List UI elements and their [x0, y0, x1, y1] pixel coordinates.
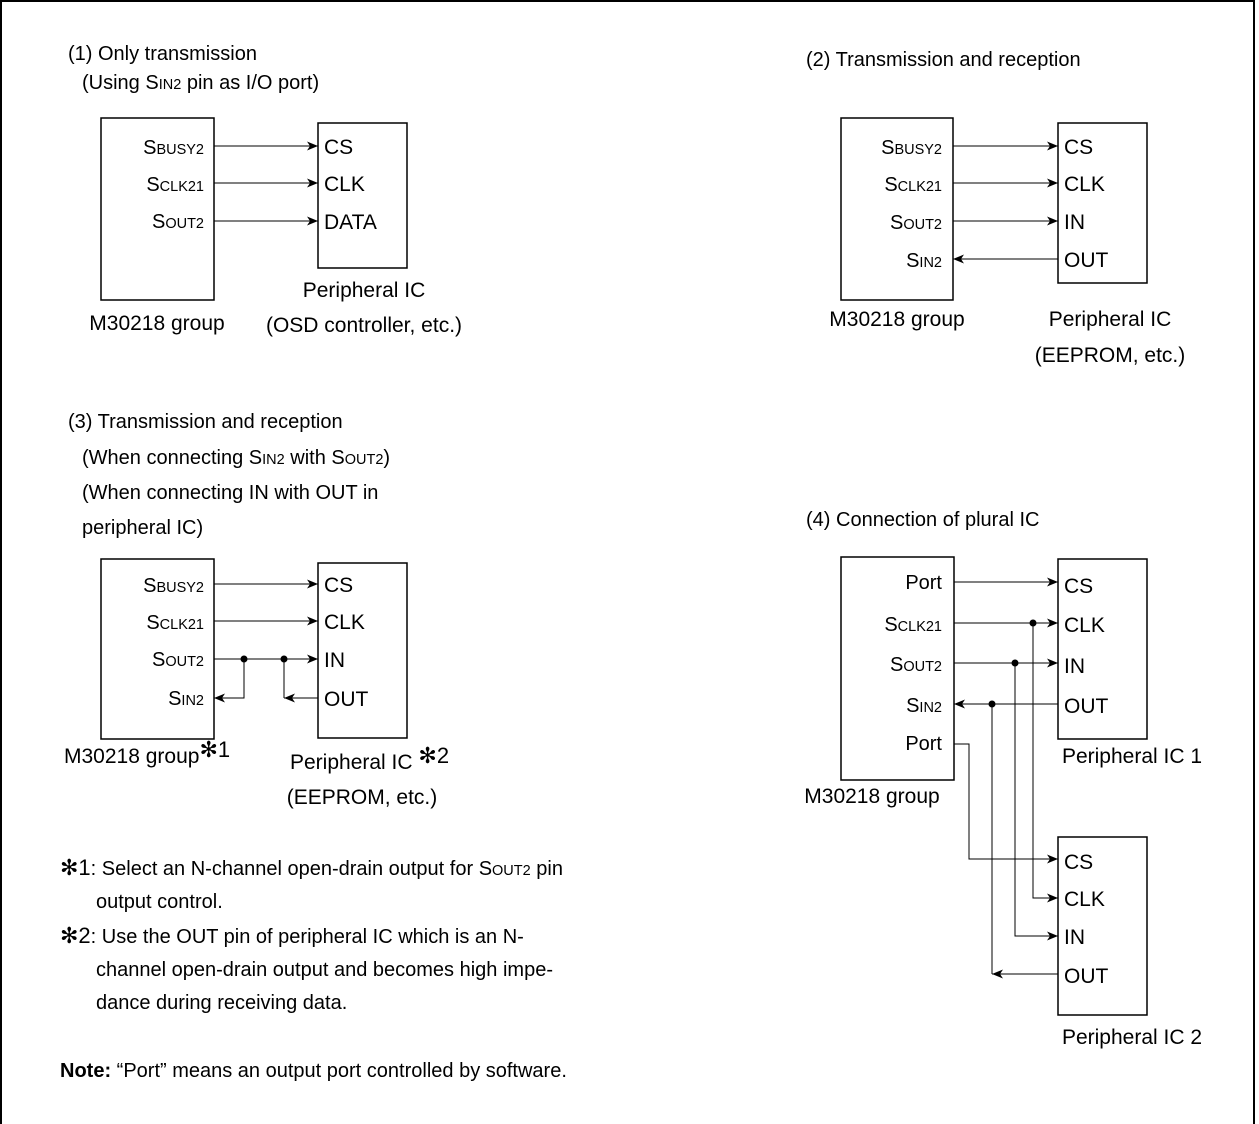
- panel4-junction-clk: [1029, 619, 1037, 627]
- panel2-ic-pin-in: IN: [1064, 211, 1085, 234]
- panel-4: (4) Connection of plural IC Port SCLK21 …: [804, 509, 1202, 1049]
- panel3-pin-sin2: SIN2: [168, 688, 204, 710]
- panel1-ic-pin-cs: CS: [324, 136, 353, 159]
- panel3-line4: peripheral IC): [82, 517, 203, 539]
- panel3-mcu-box: [100, 558, 215, 740]
- panel3-title: (3) Transmission and reception: [68, 411, 343, 433]
- panel4-wire-clk2: [1032, 623, 1058, 903]
- panel4-ic1-pin-in: IN: [1064, 655, 1085, 678]
- note-line: Note: “Port” means an output port contro…: [60, 1060, 567, 1082]
- panel3-junction-1: [240, 655, 248, 663]
- footnote-2-line2: channel open-drain output and becomes hi…: [96, 959, 553, 981]
- panel4-junction-in: [1011, 659, 1019, 667]
- panel4-mcu-box: [840, 556, 955, 781]
- panel4-pin-sout2: SOUT2: [890, 654, 942, 676]
- panel3-pin-sclk21: SCLK21: [146, 612, 204, 634]
- panel4-mcu-label: M30218 group: [804, 785, 939, 808]
- panel1-ic-pin-clk: CLK: [324, 173, 365, 196]
- panel2-pin-sin2: SIN2: [906, 250, 942, 272]
- panel3-ic-pin-out: OUT: [324, 688, 369, 711]
- panel4-ic1-label: Peripheral IC 1: [1062, 745, 1202, 768]
- panel4-title: (4) Connection of plural IC: [806, 509, 1039, 531]
- panel3-line2: (When connecting SIN2 with SOUT2): [82, 447, 390, 469]
- panel3-ic-sublabel: (EEPROM, etc.): [287, 786, 438, 809]
- panel4-wire-port-cs2: [954, 743, 1058, 864]
- panel-2: (2) Transmission and reception SBUSY2 SC…: [806, 49, 1185, 367]
- panel4-pin-sin2: SIN2: [906, 695, 942, 717]
- panel3-junction-2: [280, 655, 288, 663]
- panel4-ic1-pin-cs: CS: [1064, 575, 1093, 598]
- panel1-pin-sout2: SOUT2: [152, 211, 204, 233]
- panel1-ic-sublabel: (OSD controller, etc.): [266, 314, 462, 337]
- panel4-pin-port-2: Port: [905, 733, 942, 755]
- panel3-ic-pin-clk: CLK: [324, 611, 365, 634]
- panel4-junction-out: [988, 700, 996, 708]
- panel2-ic-box: [1057, 122, 1148, 284]
- panel4-ic1-pin-out: OUT: [1064, 695, 1109, 718]
- panel1-mcu-box: [100, 117, 215, 301]
- footnote-2-line1: ✻2: Use the OUT pin of peripheral IC whi…: [60, 923, 524, 948]
- panel2-ic-pin-out: OUT: [1064, 249, 1109, 272]
- panel3-ic-label: Peripheral IC ✻2: [290, 743, 449, 774]
- panel2-pin-sbusy2: SBUSY2: [881, 137, 942, 159]
- panel3-wire-sout-to-sin: [214, 659, 245, 703]
- panel4-ic2-pin-out: OUT: [1064, 965, 1109, 988]
- panel2-mcu-box: [840, 117, 954, 301]
- panel4-ic2-pin-cs: CS: [1064, 851, 1093, 874]
- panel2-ic-pin-clk: CLK: [1064, 173, 1105, 196]
- panel3-mcu-label: M30218 group✻1: [64, 737, 230, 768]
- panel4-pin-port-1: Port: [905, 572, 942, 594]
- panel1-pin-sbusy2: SBUSY2: [143, 137, 204, 159]
- panel3-pin-sbusy2: SBUSY2: [143, 575, 204, 597]
- panel3-ic-box: [317, 562, 408, 739]
- panel1-pin-sclk21: SCLK21: [146, 174, 204, 196]
- panel2-ic-pin-cs: CS: [1064, 136, 1093, 159]
- panel2-title: (2) Transmission and reception: [806, 49, 1081, 71]
- panel1-mcu-label: M30218 group: [89, 312, 224, 335]
- panel2-ic-label: Peripheral IC: [1049, 308, 1172, 331]
- panel1-subtitle: (Using SIN2 pin as I/O port): [82, 72, 319, 94]
- panel4-ic2-box: [1057, 836, 1148, 1016]
- panel2-pin-sout2: SOUT2: [890, 212, 942, 234]
- panel3-line3: (When connecting IN with OUT in: [82, 482, 378, 504]
- panel3-ic-pin-in: IN: [324, 649, 345, 672]
- panel1-title: (1) Only transmission: [68, 43, 257, 65]
- footnote-2-line3: dance during receiving data.: [96, 992, 347, 1014]
- panel1-ic-label: Peripheral IC: [303, 279, 426, 302]
- panel4-ic2-label: Peripheral IC 2: [1062, 1026, 1202, 1049]
- footnote-1-line1: ✻1: Select an N-channel open-drain outpu…: [60, 855, 563, 880]
- panel4-pin-sclk21: SCLK21: [884, 614, 942, 636]
- panel3-ic-pin-cs: CS: [324, 574, 353, 597]
- panel3-pin-sout2: SOUT2: [152, 649, 204, 671]
- panel-3: (3) Transmission and reception (When con…: [64, 411, 449, 809]
- panel4-ic1-box: [1057, 558, 1148, 740]
- panel2-mcu-label: M30218 group: [829, 308, 964, 331]
- panel4-wire-in2: [1014, 663, 1058, 941]
- panel1-ic-box: [317, 122, 408, 269]
- panel2-pin-sclk21: SCLK21: [884, 174, 942, 196]
- panel4-ic2-pin-clk: CLK: [1064, 888, 1105, 911]
- panel4-ic1-pin-clk: CLK: [1064, 614, 1105, 637]
- panel1-ic-pin-data: DATA: [324, 211, 377, 234]
- footnote-1-line2: output control.: [96, 891, 223, 913]
- panel4-ic2-pin-in: IN: [1064, 926, 1085, 949]
- footnotes: ✻1: Select an N-channel open-drain outpu…: [60, 855, 567, 1082]
- panel2-ic-sublabel: (EEPROM, etc.): [1035, 344, 1186, 367]
- panel-1: (1) Only transmission (Using SIN2 pin as…: [68, 43, 462, 337]
